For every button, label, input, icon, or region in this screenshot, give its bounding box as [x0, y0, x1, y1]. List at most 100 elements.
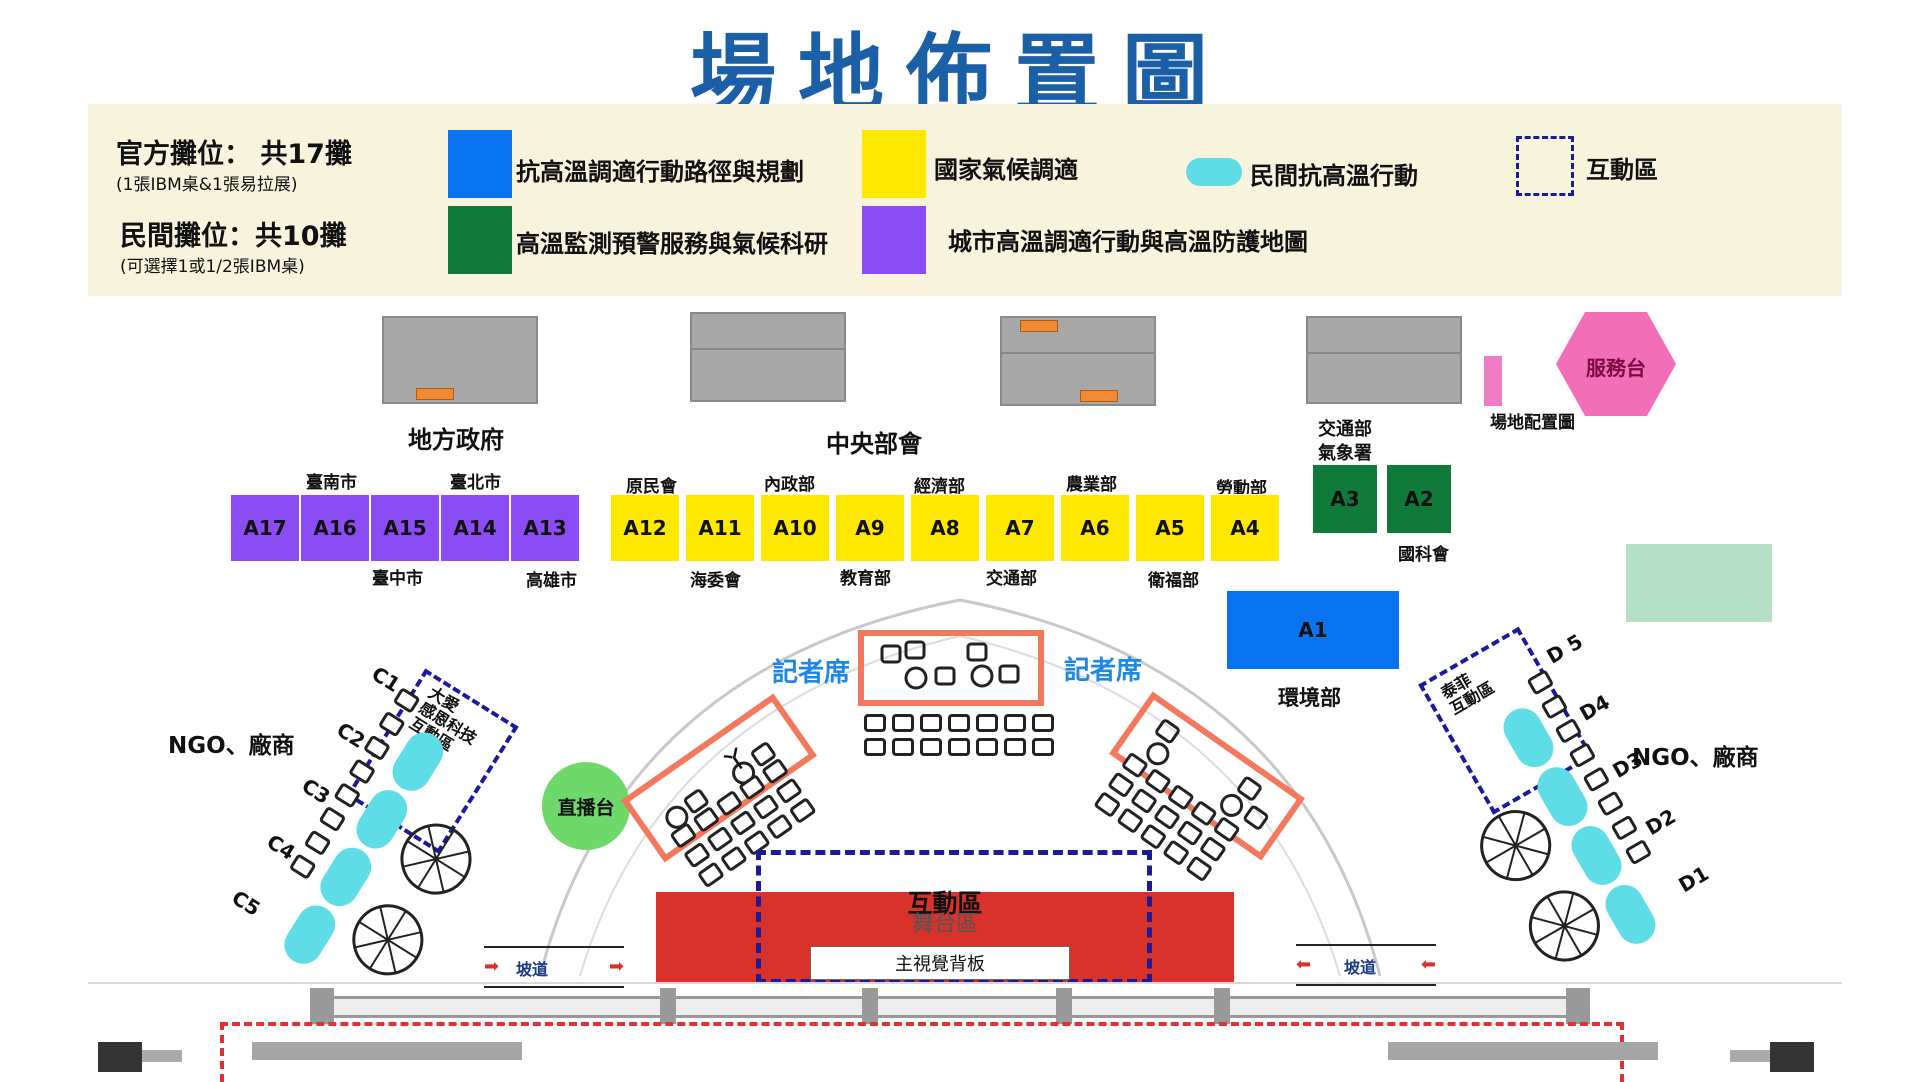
chair	[1032, 714, 1054, 732]
press-left-label: 記者席	[772, 658, 851, 688]
ngo-right-label: NGO、廠商	[1632, 745, 1759, 771]
chair	[288, 853, 317, 881]
chair	[1175, 819, 1205, 847]
legend-swatch-green	[448, 206, 512, 274]
ramp-left: 坡道 ➡ ➡	[484, 946, 624, 988]
legend-swatch-interactive	[1516, 136, 1574, 196]
railing-post	[1214, 988, 1230, 1024]
service-desk-hexagon	[1556, 312, 1676, 416]
booth-label-interior: 內政部	[764, 475, 815, 495]
umbrella-icon	[1480, 810, 1552, 882]
tent-door	[416, 388, 454, 400]
ramp-left-label: 坡道	[516, 960, 549, 979]
booth-label-taipei: 臺北市	[450, 473, 501, 493]
booth-a14[interactable]: A14	[440, 494, 510, 562]
chair	[1582, 766, 1611, 793]
legend-civil-count: 民間攤位：共10攤	[120, 221, 347, 252]
press-right-seats	[1146, 719, 1269, 830]
booth-a2[interactable]: A2	[1386, 464, 1452, 534]
chair	[892, 738, 914, 756]
railing-post	[862, 988, 878, 1024]
umbrella-icon	[1528, 890, 1600, 962]
chair	[705, 825, 735, 853]
press-box-center	[858, 630, 1044, 706]
press-box-right	[1109, 691, 1305, 861]
booth-d5[interactable]: D 5	[1542, 629, 1587, 669]
legend-swatch-purple	[862, 206, 926, 274]
booth-label-education: 教育部	[840, 569, 891, 589]
tent-central-1	[690, 312, 846, 402]
booth-label-tainan: 臺南市	[306, 473, 357, 493]
venue-map-label: 場地配置圖	[1490, 413, 1575, 433]
chair	[333, 781, 362, 809]
press-right-label: 記者席	[1064, 656, 1143, 686]
booth-a7[interactable]: A7	[985, 494, 1055, 562]
railing-post	[1056, 988, 1072, 1024]
arrow-left-icon: ⬅	[1420, 954, 1436, 975]
arrow-right-icon: ➡	[608, 956, 624, 977]
umbrella-icon	[352, 904, 424, 976]
entrance-left	[98, 1042, 142, 1072]
center-chair-grid	[864, 714, 1054, 756]
legend-label-purple: 城市高溫調適行動與高溫防護地圖	[948, 228, 1308, 256]
booth-a3[interactable]: A3	[1312, 464, 1378, 534]
booth-a9[interactable]: A9	[835, 494, 905, 562]
chair	[976, 714, 998, 732]
booth-label-health: 衛福部	[1148, 571, 1199, 591]
chair	[318, 805, 347, 833]
tent-local-gov	[382, 316, 538, 404]
service-desk-label: 服務台	[1586, 356, 1646, 380]
booth-a4[interactable]: A4	[1210, 494, 1280, 562]
d-zone-group: 泰菲 互動區 D 5 D4 D3 D2 D1	[1332, 555, 1829, 1055]
c-zone-group: 大愛 感恩科技 互動區 C1 C2 C3 C4 C5	[100, 582, 596, 1078]
chair	[920, 738, 942, 756]
booth-label-agriculture: 農業部	[1066, 475, 1117, 495]
booth-d3[interactable]: D3	[1608, 746, 1647, 783]
tent-door	[1080, 390, 1118, 402]
booth-d2[interactable]: D2	[1641, 803, 1680, 841]
chair	[1004, 714, 1026, 732]
booth-label-economic: 經濟部	[914, 477, 965, 497]
chair	[920, 714, 942, 732]
side-bar-right	[1388, 1042, 1658, 1060]
booth-a17[interactable]: A17	[230, 494, 300, 562]
stage-label: 舞台區	[911, 912, 978, 937]
booth-a16[interactable]: A16	[300, 494, 370, 562]
booth-a8[interactable]: A8	[910, 494, 980, 562]
booth-d1[interactable]: D1	[1674, 861, 1713, 898]
booth-a13[interactable]: A13	[510, 494, 580, 562]
booth-a10[interactable]: A10	[760, 494, 830, 562]
tent-transport	[1306, 316, 1462, 404]
arrow-left-icon: ⬅	[1296, 954, 1312, 975]
legend-panel: 官方攤位： 共17攤 (1張IBM桌&1張易拉展) 民間攤位：共10攤 (可選擇…	[88, 104, 1842, 296]
legend-official-note: (1張IBM桌&1張易拉展)	[116, 175, 298, 195]
legend-swatch-blue	[448, 130, 512, 198]
railing-bar	[310, 996, 1580, 1018]
chair	[948, 714, 970, 732]
chair	[1129, 787, 1159, 815]
local-gov-label: 地方政府	[408, 426, 504, 454]
booth-a15[interactable]: A15	[370, 494, 440, 562]
booth-a12[interactable]: A12	[610, 494, 680, 562]
chair	[1610, 814, 1639, 842]
railing-post	[310, 988, 334, 1024]
railing-post	[1566, 988, 1590, 1024]
nstc-label: 國科會	[1398, 545, 1449, 565]
booth-a5[interactable]: A5	[1135, 494, 1205, 562]
yellow-booth-row: A12 A11 A10 A9 A8 A7 A6 A5 A4	[610, 494, 1280, 562]
booth-a6[interactable]: A6	[1060, 494, 1130, 562]
side-bar-left	[252, 1042, 522, 1060]
legend-label-blue: 抗高溫調適行動路徑與規劃	[516, 158, 804, 186]
chair	[864, 738, 886, 756]
hexagon-shape	[1556, 312, 1676, 416]
booth-d4[interactable]: D4	[1575, 689, 1614, 726]
center-interactive-label: 互動區	[907, 889, 983, 918]
legend-label-cyan: 民間抗高溫行動	[1250, 162, 1418, 190]
chair	[864, 714, 886, 732]
booth-a1[interactable]: A1	[1226, 590, 1400, 670]
booth-c5[interactable]: C5	[227, 885, 265, 921]
chair	[1596, 790, 1625, 817]
booth-a11[interactable]: A11	[685, 494, 755, 562]
main-backdrop: 主視覺背板	[810, 946, 1070, 980]
chair	[892, 714, 914, 732]
